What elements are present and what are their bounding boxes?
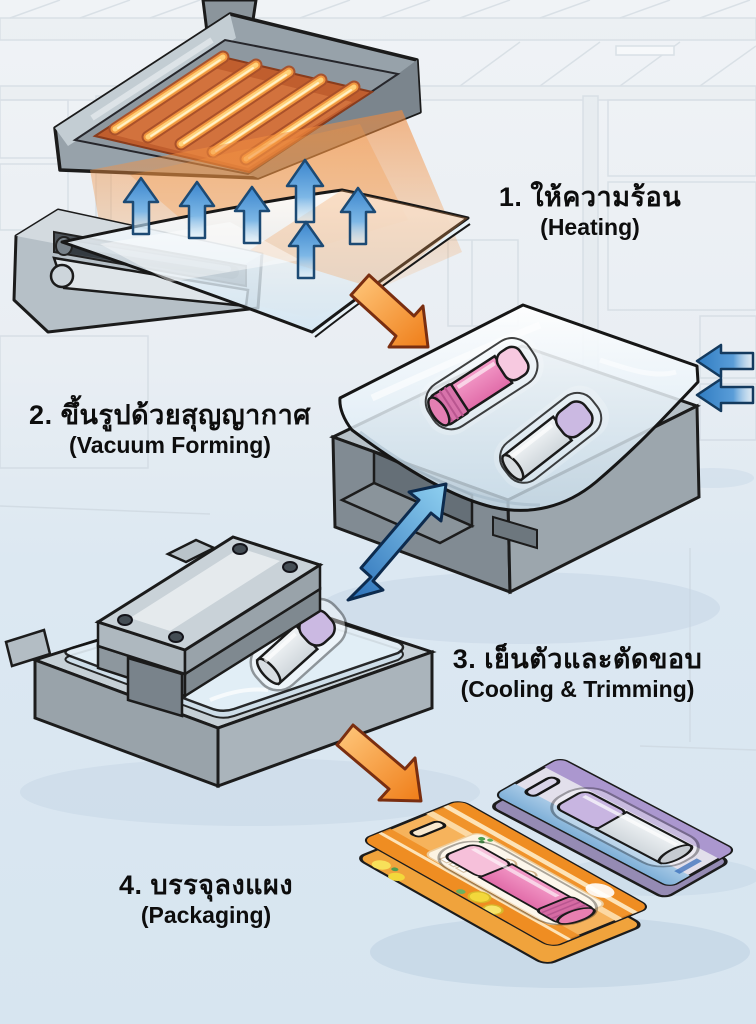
packaging-result [359,758,756,988]
vacuum-forming-station [320,303,755,644]
blister-card-purple [492,758,735,898]
press-piston [126,656,184,718]
lip-balm-pink [419,332,544,436]
cooling-press-station [4,535,480,826]
hang-slot-orange [409,820,447,838]
air-suction-arrows [695,343,755,413]
packed-tube-pink [437,840,599,926]
hang-slot-purple [524,776,561,797]
blister-card-orange [359,800,650,964]
forming-film [338,303,700,512]
flow-arrow-cooling-to-packaging [335,723,423,803]
press-base-side [216,649,434,789]
flow-arrow-heating-to-forming [349,273,430,349]
press-plate [94,535,324,718]
infrared-heater [53,0,422,180]
heat-rise-arrows [122,158,377,280]
packed-tube-lavender [550,787,700,868]
lip-balm-white [493,385,609,489]
heating-elements [108,50,361,166]
transfer-double-arrow [346,482,448,602]
